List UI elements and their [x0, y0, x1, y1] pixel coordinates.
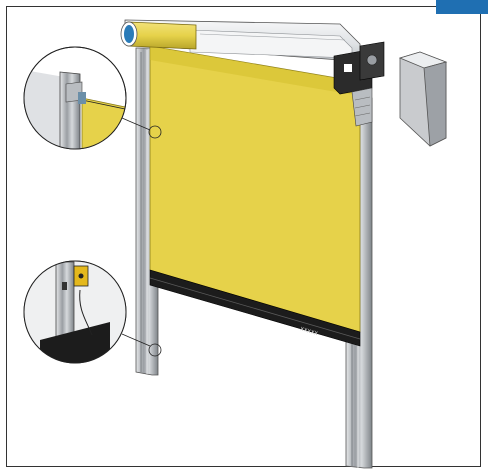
- bottom-bar-mark: XXXXX: [299, 326, 318, 337]
- roller-tube: [120, 21, 197, 50]
- roller-end-cap: [124, 25, 134, 43]
- page-frame: [6, 6, 481, 467]
- drive-unit: [333, 41, 385, 127]
- top-leader-line: [121, 117, 151, 131]
- safety-sensor-icon: [23, 260, 127, 364]
- bottom-bar: XXXXX: [149, 269, 361, 347]
- bottom-detail-marker: [148, 343, 162, 357]
- top-detail-marker: [148, 125, 162, 139]
- motor-cover: [398, 51, 448, 147]
- bottom-leader-line: [121, 333, 151, 347]
- rail-cross-section-icon: [23, 46, 127, 150]
- curtain-shadow: [150, 46, 360, 96]
- corner-tab: [436, 0, 488, 14]
